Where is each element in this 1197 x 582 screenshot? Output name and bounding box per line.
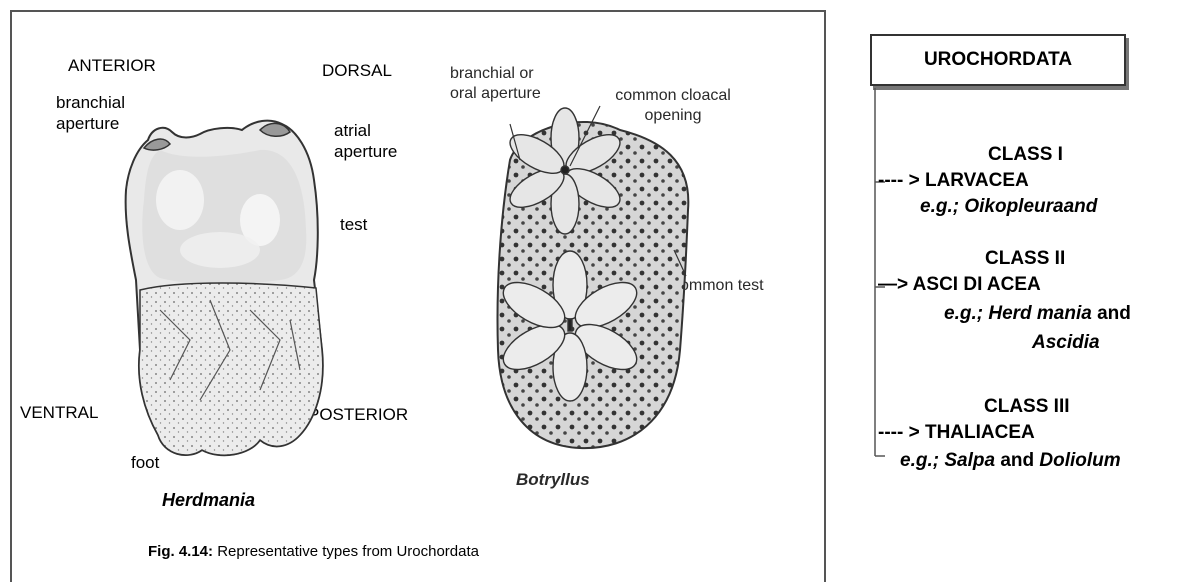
figure-caption: Fig. 4.14: Representative types from Uro… xyxy=(148,543,479,560)
herdmania-name: Herdmania xyxy=(162,490,255,511)
class-1-example: e.g.; Oikopleuraand xyxy=(920,196,1097,218)
class-2-heading: CLASS II xyxy=(985,248,1065,270)
caption-text: Representative types from Urochordata xyxy=(213,543,479,560)
botryllus-name: Botryllus xyxy=(516,470,590,490)
label-branchial-oral-aperture: branchial or oral aperture xyxy=(450,64,550,104)
label-ventral: VENTRAL xyxy=(20,402,98,423)
botryllus-illustration xyxy=(470,100,710,460)
label-atrial-aperture: atrial aperture xyxy=(334,120,414,162)
class-2-name: —> ASCI DI ACEA xyxy=(878,274,1041,296)
urochordata-title: UROCHORDATA xyxy=(870,34,1126,86)
herdmania-illustration xyxy=(100,110,340,470)
class-3-name: ---- > THALIACEA xyxy=(878,422,1035,444)
class-2-example: e.g.; Herd mania and xyxy=(944,303,1131,325)
caption-prefix: Fig. 4.14: xyxy=(148,543,213,560)
class-3-example: e.g.; Salpa and Doliolum xyxy=(900,450,1121,472)
label-anterior: ANTERIOR xyxy=(68,55,156,76)
class-2-example-2: Ascidia xyxy=(1032,332,1100,354)
class-1-heading: CLASS I xyxy=(988,144,1063,166)
class-1-name: ---- > LARVACEA xyxy=(878,170,1029,192)
class-3-heading: CLASS III xyxy=(984,396,1070,418)
label-dorsal: DORSAL xyxy=(322,60,392,81)
label-test: test xyxy=(340,214,367,235)
